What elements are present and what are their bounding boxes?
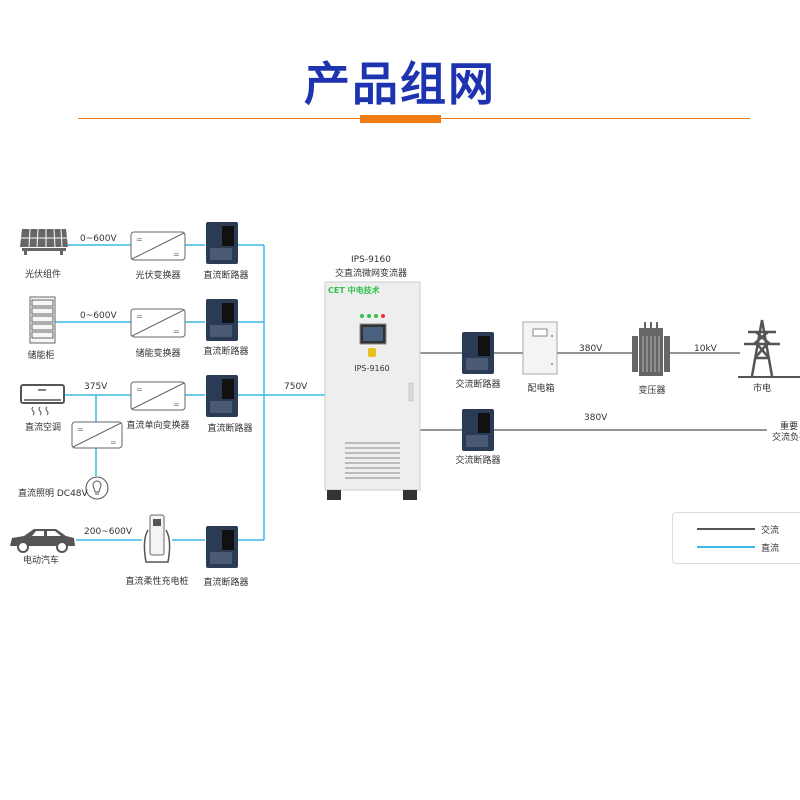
converter-name: 交直流微网变流器 — [334, 269, 408, 279]
label-ac-breaker-1: 交流断路器 — [455, 380, 501, 390]
voltage-dc-bus: 750V — [284, 382, 308, 392]
dc48-converter-icon: == — [71, 421, 123, 449]
voltage-grid-side: 380V — [579, 344, 603, 354]
label-dc-lighting: 直流照明 DC48V — [18, 489, 88, 499]
page-title: 产品组网 — [304, 57, 496, 111]
label-critical-load-2: 交流负荷 — [772, 433, 800, 443]
label-ac-breaker-2: 交流断路器 — [455, 456, 501, 466]
ev-charger-icon — [143, 514, 171, 563]
converter-cabinet — [324, 281, 421, 500]
label-dc-air-conditioner: 直流空调 — [24, 423, 62, 433]
label-ev-charger: 直流柔性充电桩 — [125, 577, 189, 587]
cabinet-vents — [345, 442, 400, 479]
converter-model: IPS-9160 — [351, 255, 391, 265]
svg-text:=: = — [136, 312, 143, 321]
dc-breaker-icon-1 — [206, 222, 238, 264]
label-dc-breaker-3: 直流断路器 — [207, 424, 253, 434]
voltage-ev: 200~600V — [84, 527, 133, 537]
label-dc-breaker-2: 直流断路器 — [203, 347, 249, 357]
dc-unidirectional-converter-icon: == — [130, 381, 186, 411]
electric-car-icon — [10, 529, 75, 553]
label-pv-converter: 光伏变换器 — [135, 271, 181, 281]
svg-text:=: = — [173, 327, 180, 336]
title-accent-bar — [360, 115, 441, 123]
voltage-10kv: 10kV — [694, 344, 717, 354]
voltage-ac-unit: 375V — [84, 382, 108, 392]
label-storage-cabinet: 储能柜 — [27, 351, 55, 361]
ac-breaker-icon-2 — [462, 409, 494, 451]
legend-dc-swatch — [697, 546, 755, 548]
brand-logo: CET 中电技术 — [328, 286, 380, 295]
legend-ac-swatch — [697, 528, 755, 530]
power-tower-icon — [738, 319, 800, 378]
dc-breaker-icon-4 — [206, 526, 238, 568]
pv-converter-icon: == — [130, 231, 186, 261]
legend-ac-label: 交流 — [761, 526, 780, 536]
voltage-load: 380V — [584, 413, 608, 423]
converter-boxes: == == == == — [71, 231, 186, 449]
label-electric-vehicle: 电动汽车 — [22, 556, 60, 566]
solar-panel-icon — [20, 228, 68, 255]
svg-text:=: = — [173, 400, 180, 409]
label-storage-converter: 储能变换器 — [135, 349, 181, 359]
transformer-icon — [632, 322, 670, 376]
label-dc-breaker-4: 直流断路器 — [203, 578, 249, 588]
svg-text:=: = — [136, 235, 143, 244]
svg-text:=: = — [77, 425, 84, 434]
dc-breaker-icon-3 — [206, 375, 238, 417]
label-distribution-box: 配电箱 — [527, 384, 555, 394]
legend-dc-label: 直流 — [761, 544, 780, 554]
distribution-box-icon — [522, 321, 558, 375]
svg-text:=: = — [173, 250, 180, 259]
cabinet-panel-label: IPS-9160 — [354, 364, 390, 373]
battery-cabinet-icon — [29, 296, 56, 344]
dc-breaker-icon-2 — [206, 299, 238, 341]
label-utility-grid: 市电 — [752, 384, 772, 394]
voltage-pv: 0~600V — [80, 234, 117, 244]
light-bulb-icon — [85, 476, 109, 500]
label-transformer: 变压器 — [638, 386, 666, 396]
air-conditioner-icon — [20, 384, 65, 416]
ac-lines — [420, 352, 767, 431]
svg-text:=: = — [136, 385, 143, 394]
breakers — [206, 222, 494, 568]
storage-converter-icon: == — [130, 308, 186, 338]
voltage-storage: 0~600V — [80, 311, 117, 321]
label-dc-unidirectional-converter: 直流单向变换器 — [126, 421, 190, 431]
label-pv-module: 光伏组件 — [24, 270, 62, 280]
svg-text:=: = — [110, 438, 117, 447]
label-critical-load-1: 重要 — [780, 422, 799, 432]
ac-breaker-icon-1 — [462, 332, 494, 374]
dc-lines — [55, 244, 325, 541]
label-dc-breaker-1: 直流断路器 — [203, 271, 249, 281]
legend: 交流 直流 — [672, 512, 800, 564]
